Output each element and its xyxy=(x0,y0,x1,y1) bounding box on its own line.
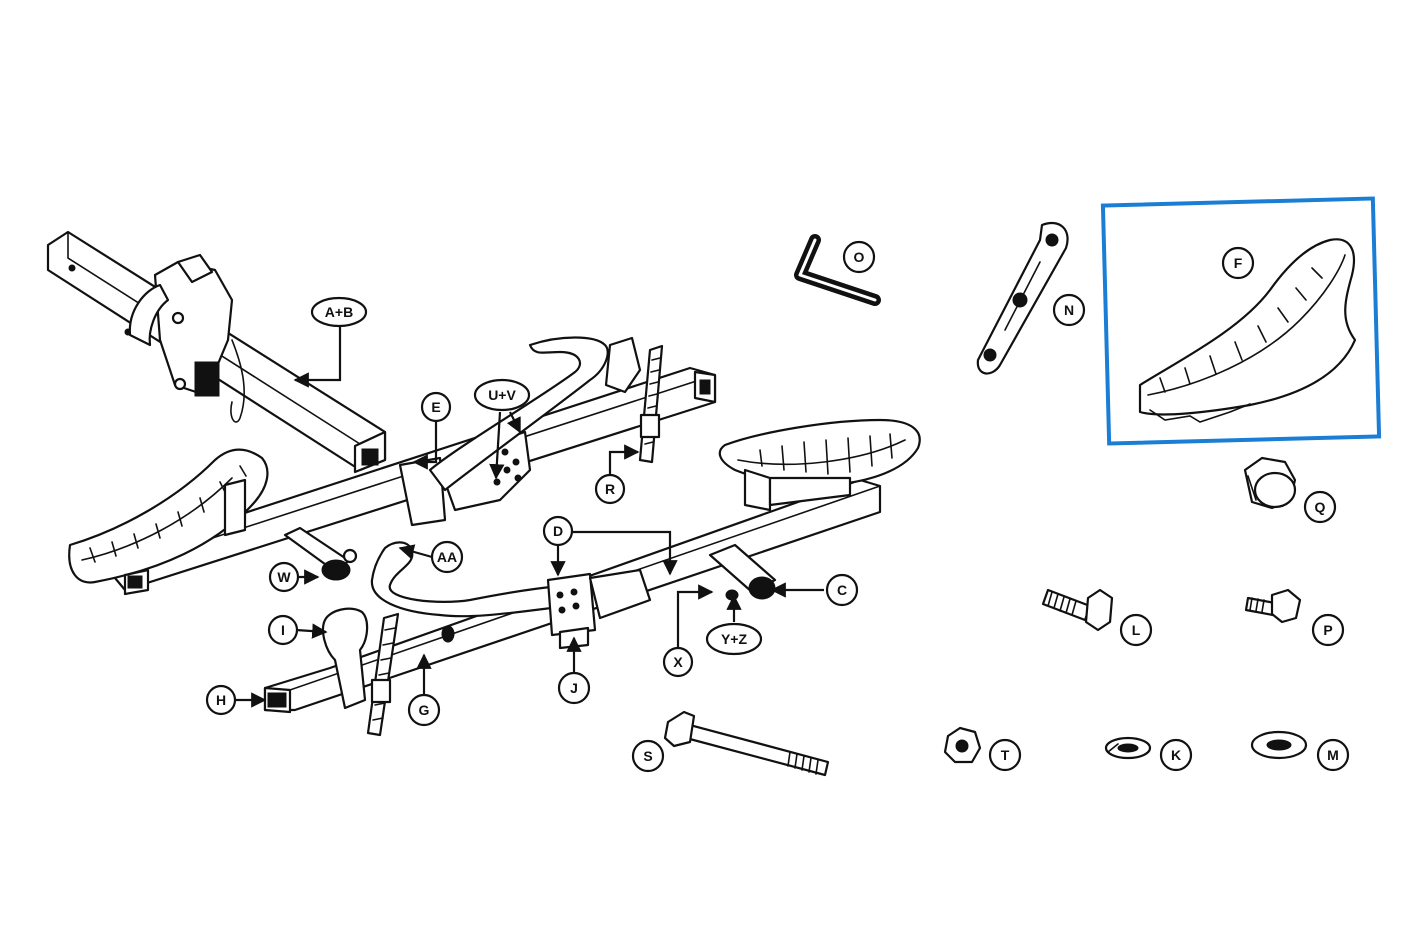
end-cap-part xyxy=(708,543,777,601)
svg-text:W: W xyxy=(277,569,291,585)
callout-j: J xyxy=(557,671,591,705)
svg-text:G: G xyxy=(419,702,430,718)
callout-p: P xyxy=(1311,613,1345,647)
rack-assembly-illustration xyxy=(46,230,921,737)
front-arm-part xyxy=(370,541,652,650)
svg-text:U+V: U+V xyxy=(488,387,516,403)
svg-text:D: D xyxy=(553,523,563,539)
svg-text:L: L xyxy=(1132,622,1141,638)
svg-text:O: O xyxy=(854,249,865,265)
flat-washer-part xyxy=(1250,730,1308,760)
callout-x: X xyxy=(662,646,694,678)
lock-nut-part xyxy=(943,726,982,764)
svg-text:K: K xyxy=(1171,747,1181,763)
front-wheel-cradle-part xyxy=(718,418,921,512)
callout-k: K xyxy=(1159,738,1193,772)
svg-text:T: T xyxy=(1001,747,1010,763)
callout-u-v: U+V xyxy=(473,378,531,412)
svg-text:Q: Q xyxy=(1315,499,1326,515)
svg-text:N: N xyxy=(1064,302,1074,318)
long-bolt-part xyxy=(663,710,830,777)
svg-text:C: C xyxy=(837,582,847,598)
svg-text:M: M xyxy=(1327,747,1339,763)
callout-r: R xyxy=(594,473,626,505)
callout-m: M xyxy=(1316,738,1350,772)
svg-text:R: R xyxy=(605,481,615,497)
svg-text:Y+Z: Y+Z xyxy=(721,631,748,647)
callout-t: T xyxy=(988,738,1022,772)
rear-arm-part xyxy=(428,336,664,492)
link-plate-part xyxy=(976,222,1069,375)
svg-text:P: P xyxy=(1323,622,1332,638)
callout-o: O xyxy=(842,240,876,274)
svg-text:X: X xyxy=(673,654,683,670)
callout-w: W xyxy=(268,561,300,593)
callout-h: H xyxy=(205,684,237,716)
cradle-pad-part xyxy=(1138,238,1357,423)
callout-aa: AA xyxy=(430,540,464,574)
svg-text:AA: AA xyxy=(437,549,457,565)
svg-text:I: I xyxy=(281,622,285,638)
front-ratchet-part xyxy=(321,607,400,737)
svg-text:E: E xyxy=(431,399,440,415)
tilt-lever-part xyxy=(128,253,245,423)
highlight-box xyxy=(1100,196,1382,446)
svg-text:J: J xyxy=(570,680,578,696)
callout-n: N xyxy=(1052,293,1086,327)
callout-s: S xyxy=(631,739,665,773)
callout-d: D xyxy=(542,515,574,547)
callout-i: I xyxy=(267,614,299,646)
callout-y-z: Y+Z xyxy=(705,622,763,656)
svg-text:F: F xyxy=(1234,255,1243,271)
svg-text:S: S xyxy=(643,748,652,764)
end-plug-part xyxy=(1243,456,1297,510)
screw-part xyxy=(1244,588,1302,624)
callout-c: C xyxy=(825,573,859,607)
rear-wheel-cradle-part xyxy=(68,448,269,596)
callout-q: Q xyxy=(1303,490,1337,524)
callout-labels: A+B E U+V R W AA D C xyxy=(205,240,1350,773)
svg-text:A+B: A+B xyxy=(325,304,353,320)
leader-lines xyxy=(235,325,824,708)
callout-l: L xyxy=(1119,613,1153,647)
allen-key-part xyxy=(794,234,881,306)
callout-f: F xyxy=(1221,246,1255,280)
callout-e: E xyxy=(420,391,452,423)
knob-part xyxy=(283,526,358,581)
callout-g: G xyxy=(407,693,441,727)
svg-text:H: H xyxy=(216,692,226,708)
callout-a-b: A+B xyxy=(310,296,368,328)
lock-washer-part xyxy=(1104,736,1152,760)
hex-bolt-part xyxy=(1041,588,1114,632)
